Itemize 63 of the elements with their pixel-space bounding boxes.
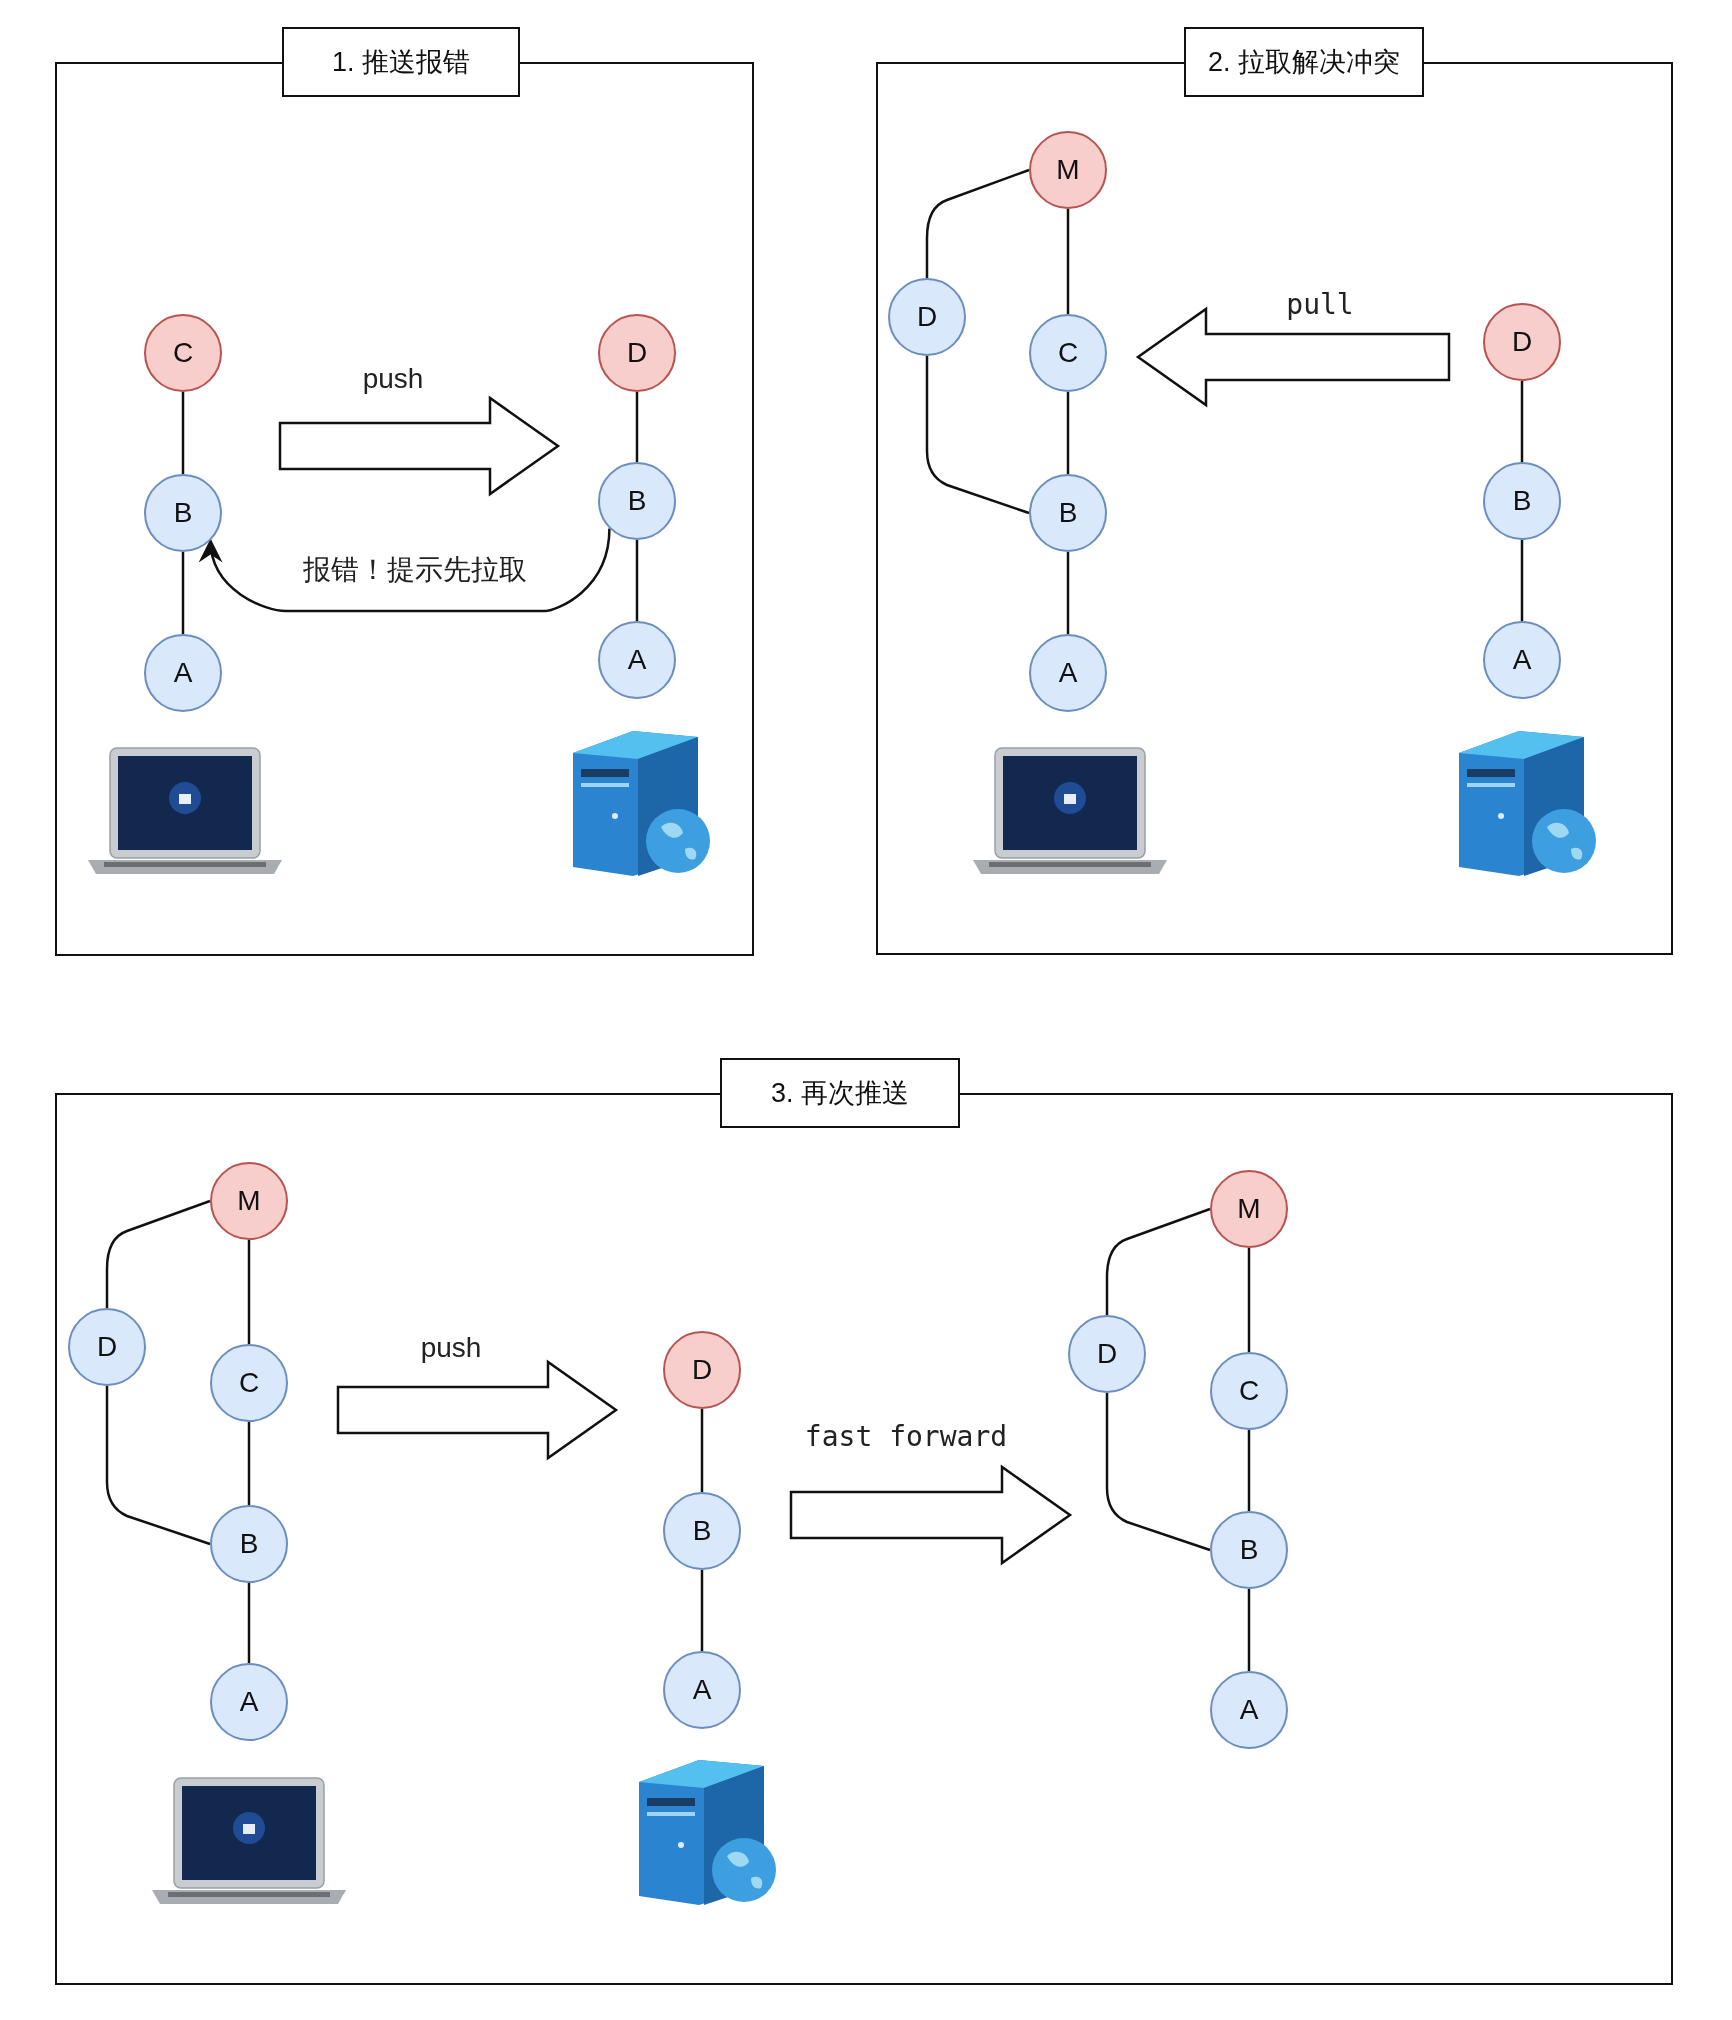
commit-circle: A [144, 634, 222, 712]
commit-circle: D [888, 278, 966, 356]
commit-circle: C [1029, 314, 1107, 392]
commit-circle: A [1210, 1671, 1288, 1749]
connector-line [247, 1422, 251, 1505]
connector-line [700, 1409, 704, 1492]
block-arrow [278, 395, 561, 497]
commit-circle: B [1483, 462, 1561, 540]
connector-line [635, 540, 639, 621]
connector-line [1247, 1248, 1251, 1352]
commit-circle: D [68, 1308, 146, 1386]
commit-circle: B [210, 1505, 288, 1583]
connector-line [1066, 209, 1070, 314]
connector-line [181, 552, 185, 634]
connector-line [105, 1386, 211, 1546]
commit-circle: A [1029, 634, 1107, 712]
connector-line [925, 168, 1030, 278]
connector-line [1247, 1430, 1251, 1511]
commit-circle: M [210, 1162, 288, 1240]
panel-title: 3. 再次推送 [720, 1058, 960, 1128]
connector-line [105, 1199, 211, 1308]
commit-circle: B [1210, 1511, 1288, 1589]
connector-line [247, 1240, 251, 1344]
panel-title: 2. 拉取解决冲突 [1184, 27, 1424, 97]
commit-circle: B [663, 1492, 741, 1570]
connector-line [181, 392, 185, 474]
commit-circle: A [663, 1651, 741, 1729]
commit-circle: A [1483, 621, 1561, 699]
panel-title: 1. 推送报错 [282, 27, 520, 97]
connector-line [1247, 1589, 1251, 1671]
edge-label: push [420, 1332, 482, 1364]
connector-line [247, 1583, 251, 1663]
commit-circle: C [210, 1344, 288, 1422]
commit-circle: D [1483, 303, 1561, 381]
edge-label: 报错！提示先拉取 [303, 553, 527, 587]
arrow [200, 528, 611, 613]
connector-line [635, 392, 639, 462]
block-arrow [789, 1464, 1073, 1566]
commit-circle: A [210, 1663, 288, 1741]
commit-circle: C [144, 314, 222, 392]
connector-line [925, 356, 1030, 515]
connector-line [1520, 540, 1524, 621]
connector-line [1066, 552, 1070, 634]
commit-circle: D [663, 1331, 741, 1409]
block-arrow [336, 1359, 619, 1461]
edge-label: fast forward [804, 1419, 1008, 1453]
commit-circle: M [1210, 1170, 1288, 1248]
connector-line [1066, 392, 1070, 474]
edge-label: push [362, 363, 424, 395]
connector-line [1105, 1207, 1211, 1315]
connector-line [1520, 381, 1524, 462]
commit-circle: D [1068, 1315, 1146, 1393]
commit-circle: D [598, 314, 676, 392]
commit-circle: M [1029, 131, 1107, 209]
connector-line [700, 1570, 704, 1651]
commit-circle: B [598, 462, 676, 540]
commit-circle: B [1029, 474, 1107, 552]
connector-line [1105, 1393, 1211, 1552]
commit-circle: B [144, 474, 222, 552]
block-arrow [1135, 306, 1451, 408]
commit-circle: C [1210, 1352, 1288, 1430]
edge-label: pull [1286, 287, 1354, 321]
commit-circle: A [598, 621, 676, 699]
